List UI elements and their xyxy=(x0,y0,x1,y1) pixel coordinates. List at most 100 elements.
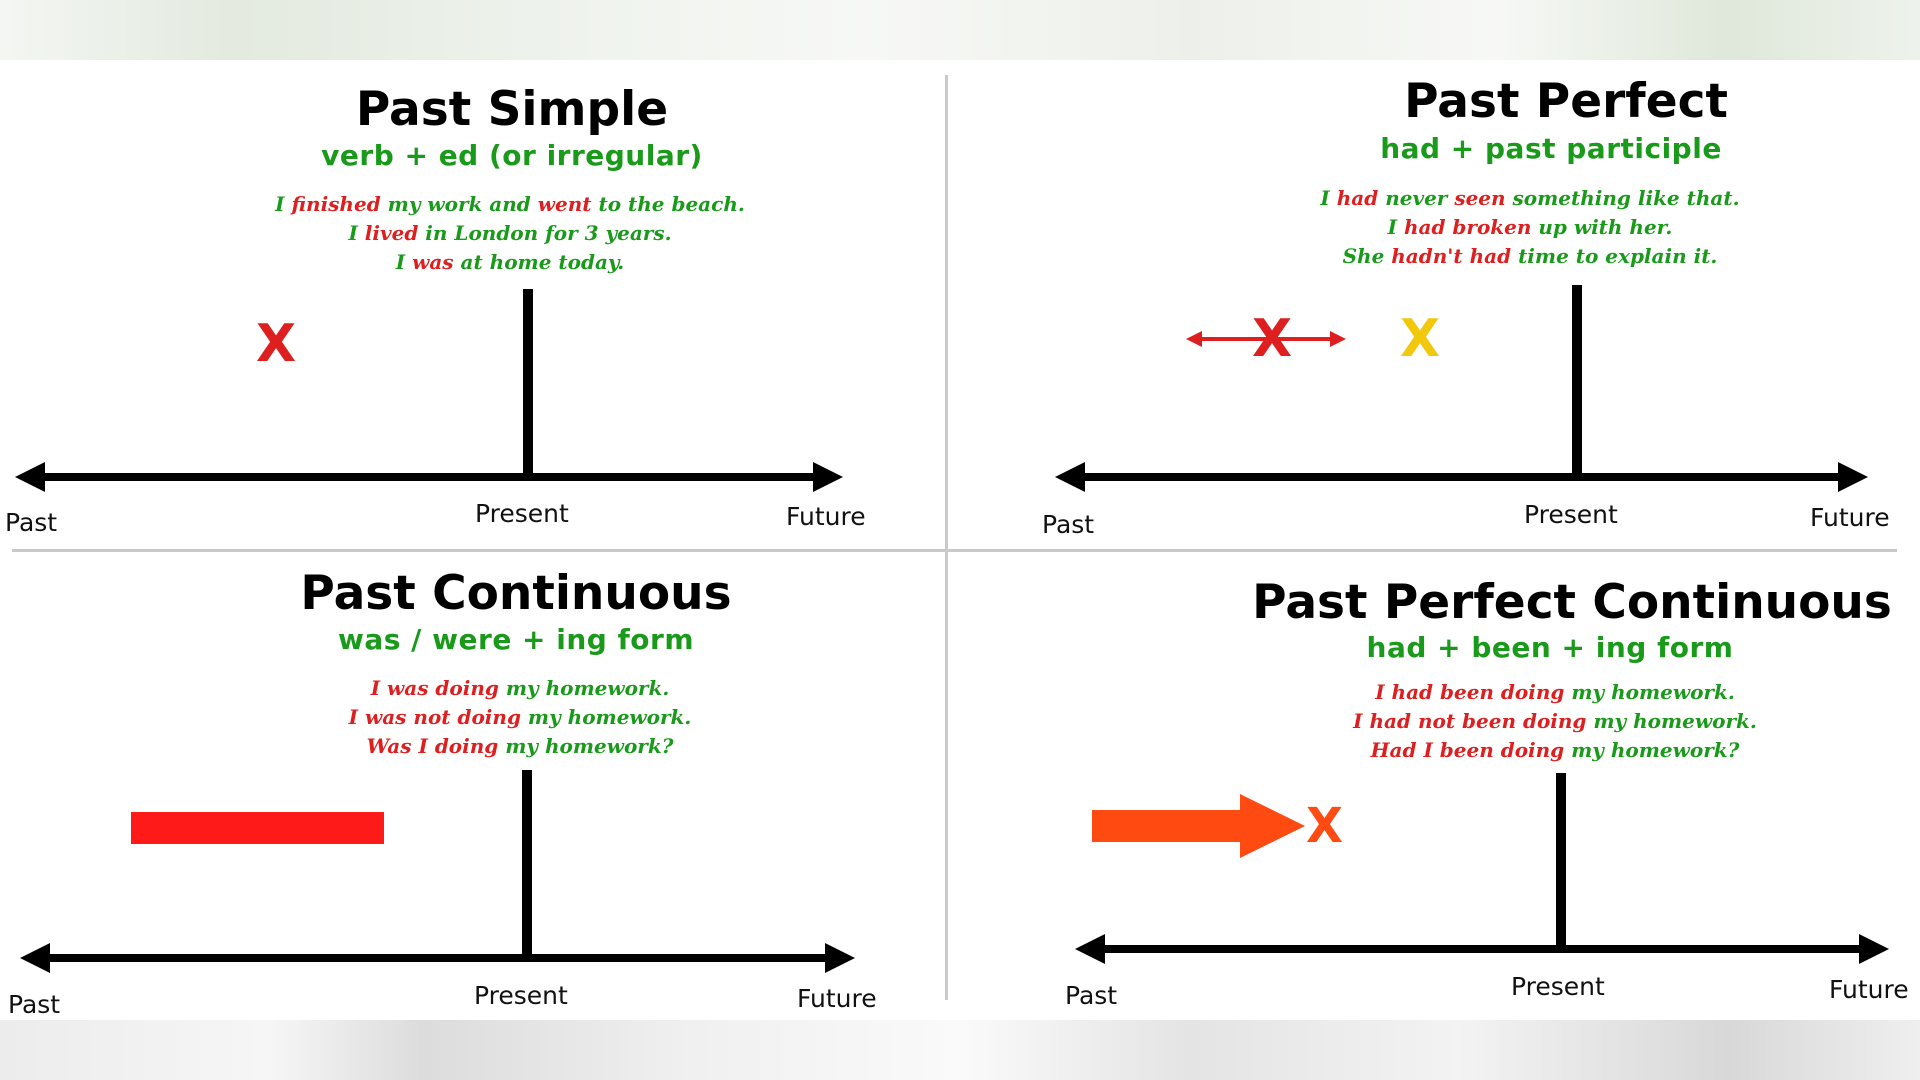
axis-label-present: Present xyxy=(1511,972,1605,1001)
verb-phrase: seen xyxy=(1454,186,1506,210)
sentence-text: something like that. xyxy=(1505,186,1740,210)
sentence-text: She xyxy=(1342,244,1392,268)
sentence-text: my homework? xyxy=(498,734,674,758)
example-sentence: I was not doing my homework. xyxy=(210,703,830,732)
example-sentence: She hadn't had time to explain it. xyxy=(1220,242,1840,271)
past-arrowhead xyxy=(1055,462,1085,492)
right-arrowhead xyxy=(1330,331,1346,347)
vertical-divider xyxy=(945,75,948,1000)
verb-phrase: doing xyxy=(434,734,499,758)
verb-phrase: had broken xyxy=(1403,215,1532,239)
example-sentence: I lived in London for 3 years. xyxy=(200,219,820,248)
verb-phrase: I xyxy=(348,705,365,729)
sentence-text: at home today. xyxy=(453,250,625,274)
event-marker-x-later: X xyxy=(1400,309,1441,369)
continuous-action-arrow-shaft xyxy=(1092,810,1242,842)
continuous-action-arrowhead xyxy=(1240,794,1305,858)
verb-phrase: Had I been doing xyxy=(1370,738,1565,762)
axis-label-present: Present xyxy=(475,499,569,528)
verb-phrase: I xyxy=(370,676,388,700)
panel-title: Past Simple xyxy=(355,82,669,137)
sentence-text: my homework? xyxy=(1564,738,1740,762)
example-sentences: I had been doing my homework. I had not … xyxy=(1245,678,1865,765)
example-sentence: I had not been doing my homework. xyxy=(1245,707,1865,736)
verb-phrase: was not doing xyxy=(365,705,521,729)
sentence-text: up with her. xyxy=(1531,215,1673,239)
ongoing-action-bar xyxy=(131,812,384,844)
axis-label-future: Future xyxy=(786,502,866,531)
past-arrowhead xyxy=(20,943,50,973)
sentence-text: I xyxy=(1387,215,1404,239)
axis-label-present: Present xyxy=(474,981,568,1010)
sentence-text: my work and xyxy=(380,192,538,216)
verb-phrase: finished xyxy=(291,192,381,216)
example-sentences: I had never seen something like that. I … xyxy=(1220,184,1840,271)
verb-phrase: had xyxy=(1336,186,1379,210)
panel-formula: verb + ed (or irregular) xyxy=(321,139,703,172)
sentence-text: my homework. xyxy=(520,705,692,729)
example-sentences: I finished my work and went to the beach… xyxy=(200,190,820,277)
example-sentence: Had I been doing my homework? xyxy=(1245,736,1865,765)
verb-phrase: had been doing xyxy=(1391,680,1565,704)
sentence-text: I xyxy=(275,192,292,216)
past-arrowhead xyxy=(1075,934,1105,964)
panel-formula: had + been + ing form xyxy=(1366,631,1734,664)
axis-label-future: Future xyxy=(797,984,877,1013)
verb-phrase: was doing xyxy=(387,676,499,700)
sentence-text: I xyxy=(348,221,365,245)
panel-title: Past Perfect Continuous xyxy=(1252,575,1892,630)
axis-label-past: Past xyxy=(5,508,58,537)
event-marker-x: X xyxy=(256,314,297,374)
example-sentence: I had been doing my homework. xyxy=(1245,678,1865,707)
verb-phrase: I xyxy=(411,734,435,758)
future-arrowhead xyxy=(1838,462,1868,492)
axis-label-future: Future xyxy=(1829,975,1909,1004)
panel-formula: was / were + ing form xyxy=(338,623,694,656)
past-arrowhead xyxy=(15,462,45,492)
future-arrowhead xyxy=(813,462,843,492)
axis-label-present: Present xyxy=(1524,500,1618,529)
axis-label-past: Past xyxy=(8,990,61,1019)
sentence-text: time to explain it. xyxy=(1511,244,1718,268)
sentence-text: in London for 3 years. xyxy=(418,221,672,245)
verb-phrase: I xyxy=(1353,709,1370,733)
axis-label-past: Past xyxy=(1042,510,1095,539)
panel-formula: had + past participle xyxy=(1380,132,1722,165)
sentence-text: never xyxy=(1378,186,1455,210)
example-sentence: I had never seen something like that. xyxy=(1220,184,1840,213)
bottom-background-band xyxy=(0,1020,1920,1080)
future-arrowhead xyxy=(1859,934,1889,964)
example-sentence: I had broken up with her. xyxy=(1220,213,1840,242)
example-sentence: I was at home today. xyxy=(200,248,820,277)
verb-phrase: I xyxy=(1375,680,1392,704)
sentence-text: my homework. xyxy=(498,676,670,700)
example-sentence: I was doing my homework. xyxy=(210,674,830,703)
event-marker-x: X xyxy=(1306,798,1344,854)
horizontal-divider xyxy=(12,549,1897,552)
verb-phrase: was xyxy=(412,250,454,274)
panel-title: Past Perfect xyxy=(1404,74,1728,129)
future-arrowhead xyxy=(825,943,855,973)
verb-phrase: lived xyxy=(364,221,419,245)
sentence-text: my homework. xyxy=(1564,680,1735,704)
left-arrowhead xyxy=(1186,331,1202,347)
sentence-text: to the beach. xyxy=(591,192,745,216)
sentence-text: I xyxy=(395,250,413,274)
verb-phrase: hadn't had xyxy=(1391,244,1512,268)
axis-label-future: Future xyxy=(1810,503,1890,532)
sentence-text: I xyxy=(1320,186,1337,210)
panel-title: Past Continuous xyxy=(300,566,732,621)
event-marker-x: X xyxy=(1252,309,1293,369)
example-sentence: I finished my work and went to the beach… xyxy=(200,190,820,219)
verb-phrase: went xyxy=(537,192,592,216)
sentence-text: my homework. xyxy=(1586,709,1757,733)
verb-phrase: had not been doing xyxy=(1369,709,1587,733)
top-background-band xyxy=(0,0,1920,60)
axis-label-past: Past xyxy=(1065,981,1118,1010)
verb-phrase: Was xyxy=(366,734,412,758)
example-sentences: I was doing my homework. I was not doing… xyxy=(210,674,830,761)
